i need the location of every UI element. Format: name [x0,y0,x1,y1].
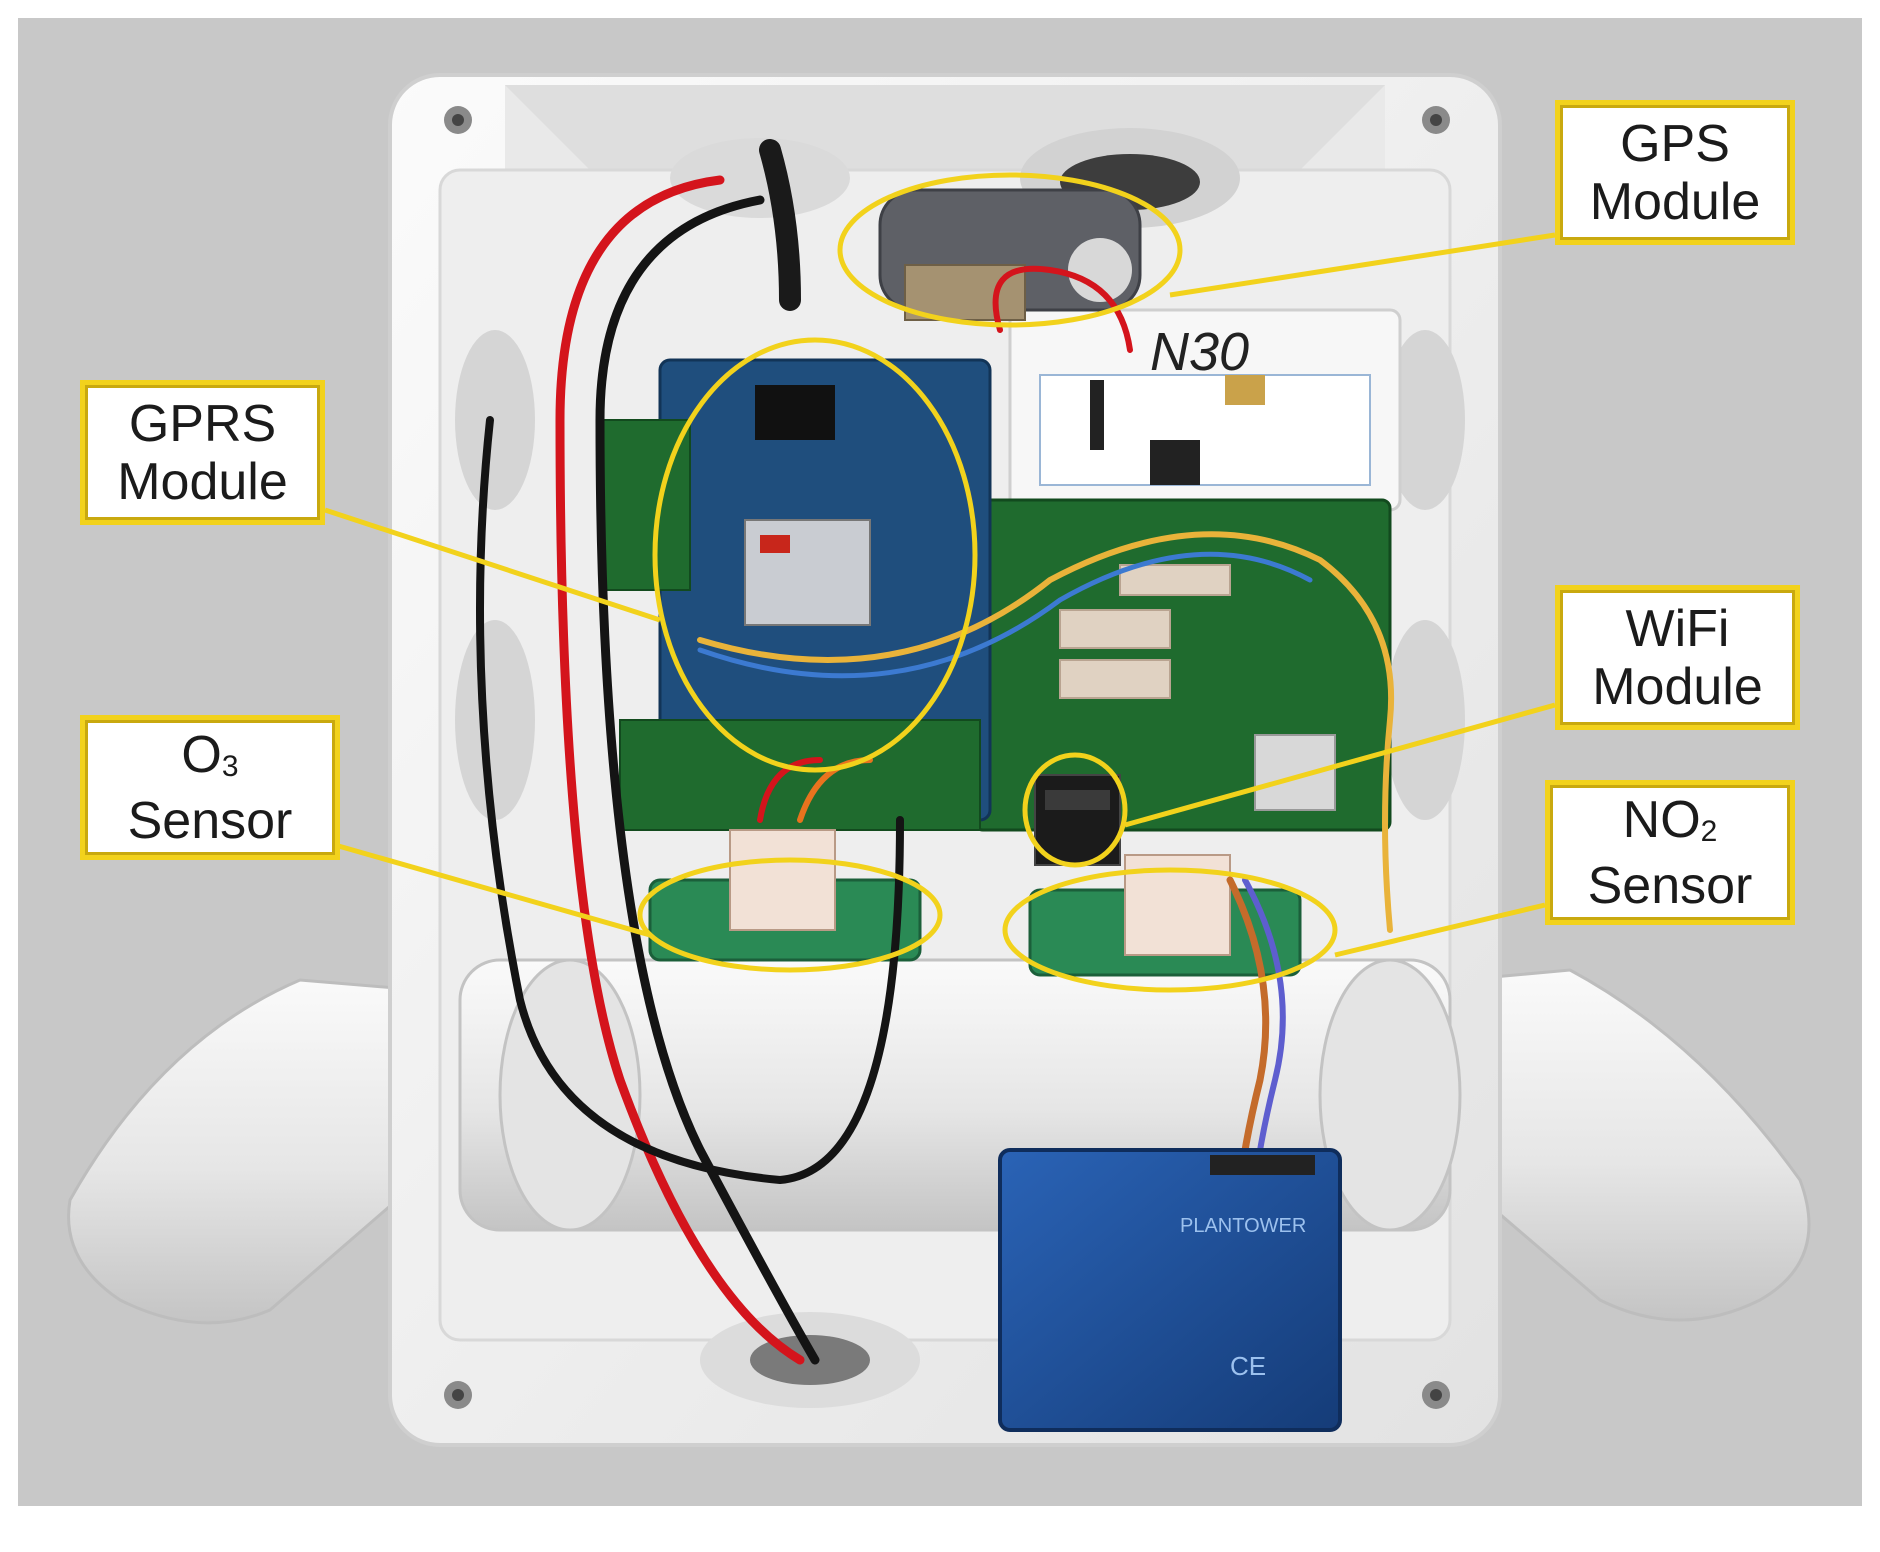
gps-highlight-ellipse [837,172,1183,328]
right-elbow-pipe [1458,968,1811,1322]
screw-holes [444,106,1450,1409]
board-tag-text: N30 [1150,322,1249,382]
gprs-label-line1: GPRS [128,394,277,453]
wifi-label-line2: Module [1592,657,1763,716]
wifi-leader-line [1124,702,1556,828]
o3-label-sub: 3 [221,749,239,783]
no2-leader-line [1334,902,1546,958]
wifi-module-label: WiFi Module [1555,585,1800,730]
pm-sensor-brand: PLANTOWER [1180,1215,1306,1237]
o3-label-line1: O3 [181,726,238,792]
no2-label-line1: NO2 [1623,791,1718,857]
o3-highlight-ellipse [637,857,943,973]
o3-label-line2: Sensor [127,791,293,850]
gprs-highlight-ellipse [652,337,978,773]
gprs-leader-line [324,507,661,623]
no2-label-line2: Sensor [1587,856,1753,915]
gps-leader-line [1169,232,1556,298]
o3-label-main: O [181,725,222,784]
gprs-module-label: GPRS Module [80,380,325,525]
o3-leader-line [334,842,651,938]
enclosure-top-wall [505,85,1385,180]
pm-sensor-ce-mark: CE [1230,1351,1266,1381]
wifi-label-line1: WiFi [1625,599,1730,658]
no2-sensor-label: NO2 Sensor [1545,780,1795,925]
wiring [476,139,1395,1365]
no2-highlight-ellipse [1002,867,1338,993]
gps-label-line1: GPS [1620,114,1730,173]
pm-sensor [998,1148,1342,1432]
no2-label-main: NO [1622,790,1701,849]
cable-glands [455,128,1465,1408]
wifi-highlight-ellipse [1022,752,1128,868]
gps-label-line2: Module [1589,172,1761,231]
gps-module-label: GPS Module [1555,100,1795,245]
no2-label-sub: 2 [1700,814,1718,848]
o3-sensor-label: O3 Sensor [80,715,340,860]
gprs-label-line2: Module [117,452,288,511]
left-elbow-pipe [67,978,422,1325]
highlight-annotations [324,172,1556,993]
